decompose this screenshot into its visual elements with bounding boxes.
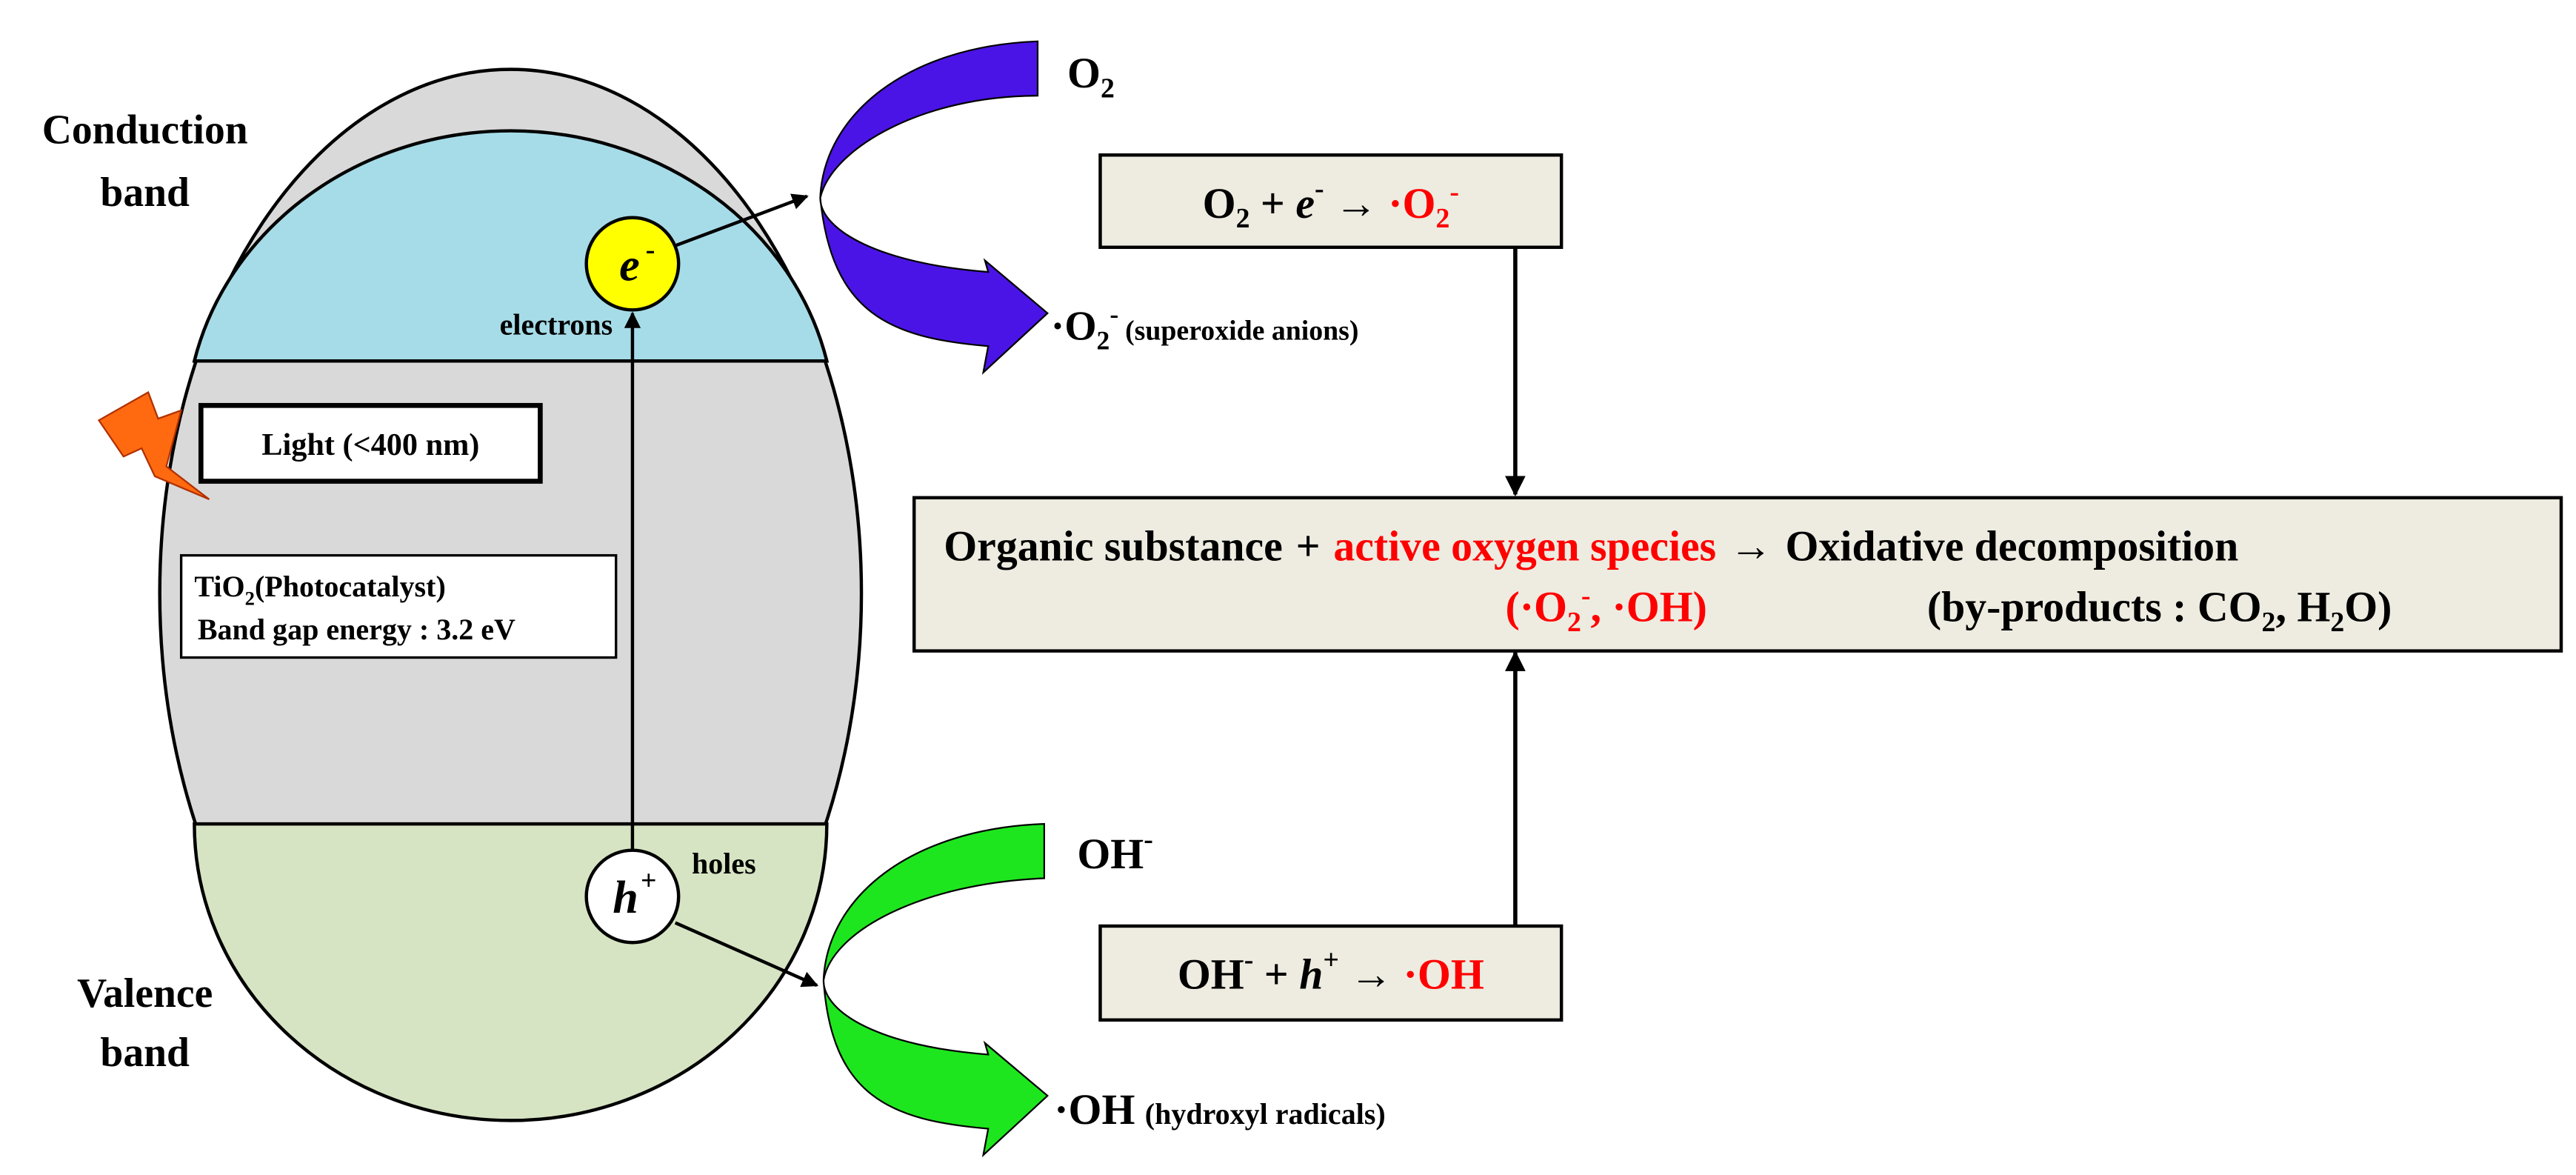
hole-transfer-arrow — [674, 921, 819, 988]
light-label: Light (<400 nm) — [261, 427, 479, 462]
valence-band-label: Valence — [77, 971, 213, 1016]
electrons-label: electrons — [500, 308, 613, 342]
electron-circle — [584, 216, 681, 312]
catalyst-box — [179, 553, 618, 659]
o2-reactant: O2 — [1067, 49, 1115, 104]
electron-transfer-arrow — [674, 193, 809, 247]
main-reaction-line1: Organic substance+active oxygen species→… — [944, 522, 2238, 570]
byproducts-label: (by-products : CO2, H2O) — [1927, 583, 2392, 638]
active-species-list: (·O2-, ·OH) — [1506, 580, 1707, 638]
hole-symbol: h — [613, 873, 638, 923]
catalyst-label: TiO2(Photocatalyst) — [194, 570, 445, 609]
conduction-band-label: Conduction — [42, 107, 248, 153]
lightning-icon — [97, 390, 210, 501]
hydroxyl-equation-box — [1098, 924, 1564, 1022]
superoxide-product: ·O2-(superoxide anions) — [1051, 299, 1359, 356]
hydroxyl-curved-arrow — [822, 822, 1050, 1158]
hole-circle — [584, 848, 681, 945]
hydroxyl-product: ·OH(hydroxyl radicals) — [1054, 1085, 1385, 1134]
hole-charge: + — [641, 865, 657, 896]
holes-label: holes — [692, 847, 756, 880]
main-reaction-box — [912, 496, 2563, 653]
hydroxyl-equation: OH- + h+ → ·OH — [1178, 945, 1484, 999]
superoxide-equation-box — [1098, 153, 1564, 250]
superoxide-curved-arrow — [819, 40, 1050, 375]
electron-symbol: e — [619, 240, 640, 290]
oh-reactant: OH- — [1077, 824, 1153, 878]
band-gap-label: Band gap energy : 3.2 eV — [198, 613, 515, 646]
valence-band-label-2: band — [100, 1030, 190, 1076]
light-box — [198, 402, 543, 484]
conduction-band-label-2: band — [100, 170, 190, 216]
conduction-band — [192, 129, 830, 363]
superoxide-equation: O2 + e- → ·O2- — [1203, 173, 1459, 234]
electron-charge: - — [646, 234, 655, 265]
